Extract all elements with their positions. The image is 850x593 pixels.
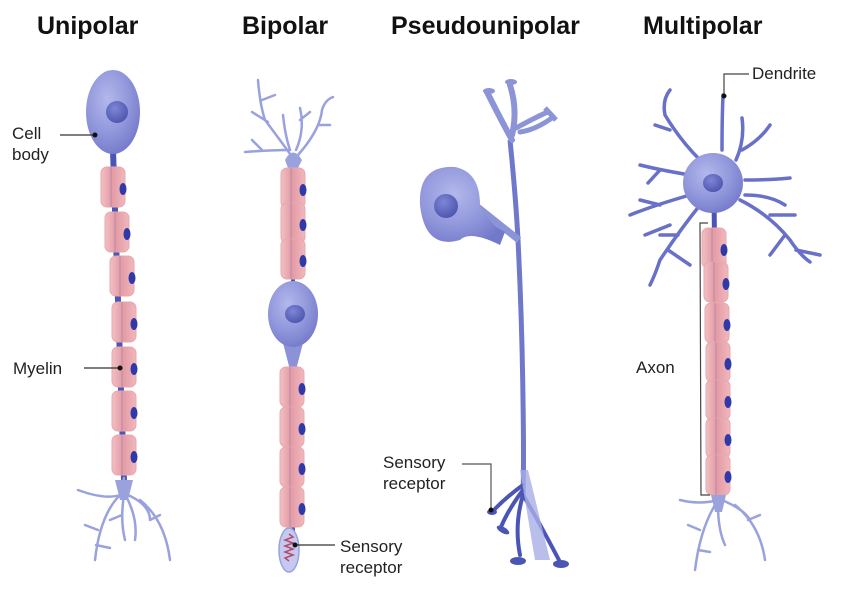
unipolar-myelin — [100, 166, 139, 476]
multipolar-axon-terminal — [678, 498, 767, 572]
label-bipolar-sensory-receptor: Sensory receptor — [340, 536, 402, 578]
label-pseudo-sensory-line2: receptor — [383, 474, 446, 493]
pseudounipolar-cell-body — [419, 166, 505, 245]
multipolar-myelin — [701, 227, 733, 496]
title-pseudounipolar: Pseudounipolar — [391, 12, 580, 40]
label-cell-body-line1: Cell — [12, 124, 42, 143]
label-myelin: Myelin — [13, 359, 63, 378]
label-cell-body-line2: body — [12, 145, 49, 164]
title-bipolar: Bipolar — [242, 12, 329, 40]
pseudounipolar-neuron — [419, 79, 569, 568]
title-unipolar: Unipolar — [37, 12, 139, 40]
title-multipolar: Multipolar — [643, 12, 763, 40]
multipolar-neuron — [628, 88, 822, 572]
label-bipolar-sensory-line1: Sensory — [340, 537, 403, 556]
pseudo-sensory-leader-line — [462, 463, 492, 510]
label-bipolar-sensory-line2: receptor — [340, 558, 403, 577]
multipolar-dendrites — [628, 88, 822, 287]
label-pseudo-sensory-receptor: Sensory receptor — [383, 452, 445, 494]
label-axon: Axon — [636, 358, 675, 377]
bipolar-dendrites — [243, 78, 335, 160]
unipolar-neuron — [76, 70, 172, 562]
bipolar-nucleus — [285, 305, 305, 323]
label-dendrite: Dendrite — [752, 64, 817, 83]
label-cell-body: Cell body — [12, 123, 49, 165]
dendrite-leader-line — [723, 73, 749, 96]
pseudounipolar-axon — [507, 139, 526, 501]
multipolar-nucleus — [703, 174, 723, 192]
bipolar-neuron — [243, 78, 335, 573]
label-pseudo-sensory-line1: Sensory — [383, 453, 446, 472]
unipolar-nucleus — [106, 101, 128, 123]
pseudounipolar-nucleus — [434, 194, 458, 218]
axon-bracket — [699, 222, 710, 496]
